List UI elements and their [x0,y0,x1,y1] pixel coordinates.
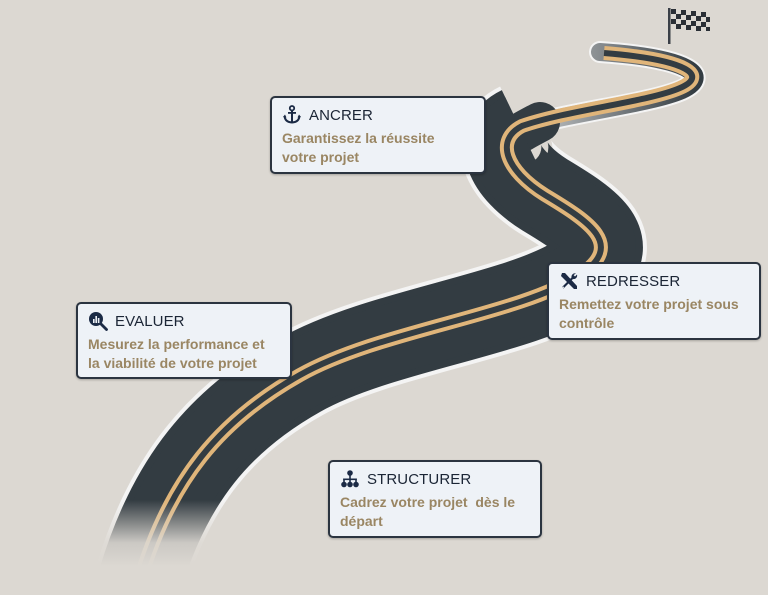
step-description: Cadrez votre projet dès le départ [340,493,530,531]
step-card-structurer: STRUCTURER Cadrez votre projet dès le dé… [328,460,542,538]
step-title: REDRESSER [586,272,681,290]
magnifier-chart-icon [89,312,108,331]
tools-icon [561,273,578,289]
step-description: Mesurez la performance et la viabilité d… [88,335,280,373]
step-description-line: Mesurez la performance et [88,336,265,352]
checkered-flag-icon [668,8,710,44]
step-title: EVALUER [115,312,185,330]
anchor-icon [283,105,301,124]
step-card-evaluer: EVALUER Mesurez la performance et la via… [76,302,292,379]
step-description: Remettez votre projet sous contrôle [559,295,749,333]
step-description-line: contrôle [559,315,615,331]
step-description-line: Garantissez la réussite [282,130,435,146]
step-title: STRUCTURER [367,470,472,488]
step-description-line: Cadrez votre projet dès le [340,494,516,510]
step-card-redresser: REDRESSER Remettez votre projet sous con… [547,262,761,340]
step-title: ANCRER [309,106,373,124]
step-description-line: la viabilité de votre projet [88,355,257,371]
org-chart-icon [341,470,359,488]
step-description-line: Remettez votre projet sous [559,296,739,312]
step-description-line: votre projet [282,149,360,165]
step-description: Garantissez la réussite votre projet [282,129,474,167]
step-description-line: départ [340,513,383,529]
step-card-ancrer: ANCRER Garantissez la réussite votre pro… [270,96,486,174]
